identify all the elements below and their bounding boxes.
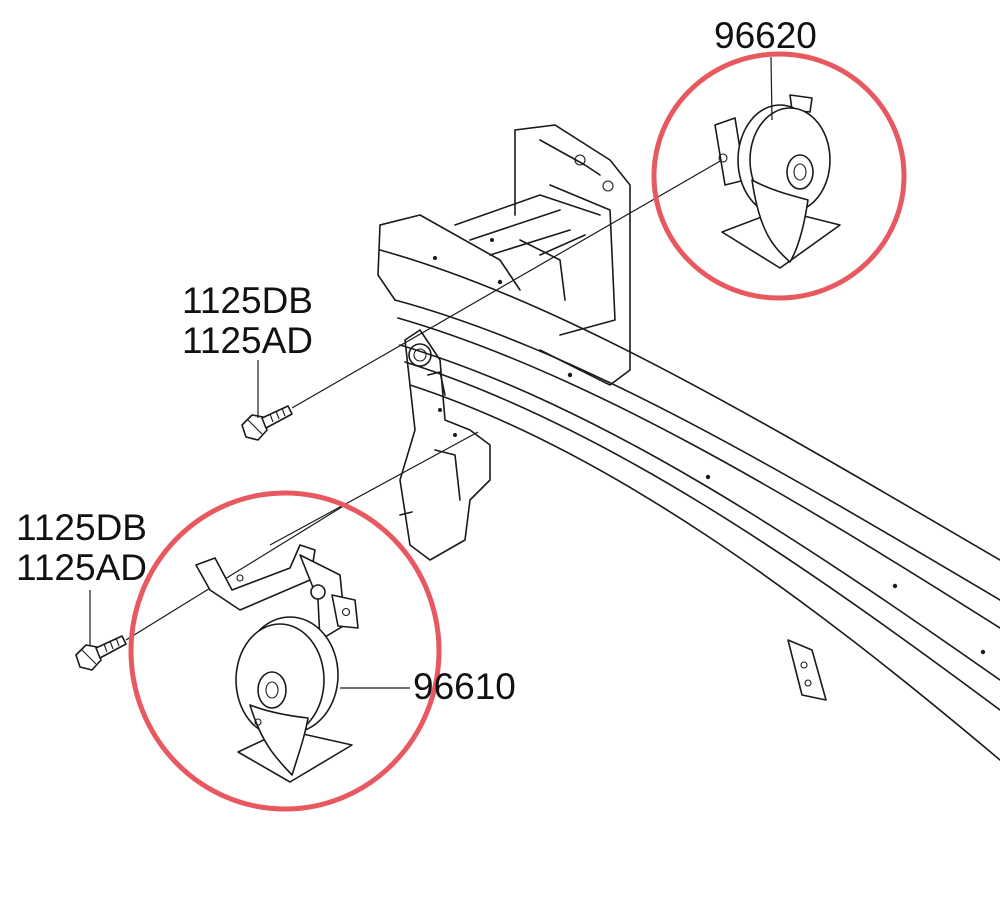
label-bolt-lower-1125ad: 1125AD	[16, 547, 147, 588]
label-leaders	[89, 56, 773, 689]
horn-96620	[714, 94, 841, 269]
label-96620: 96620	[714, 15, 817, 56]
label-96610: 96610	[413, 666, 516, 707]
assembly-lines	[125, 159, 723, 641]
highlight-ring-lower	[128, 490, 442, 812]
label-bolt-upper-1125ad: 1125AD	[182, 320, 313, 361]
horn-96610	[195, 544, 359, 783]
bumper-beam	[379, 249, 1000, 761]
highlight-ring-upper	[651, 51, 907, 301]
bolt-upper	[241, 405, 293, 441]
bolt-lower	[75, 635, 127, 671]
label-bolt-upper-1125db: 1125DB	[182, 280, 313, 321]
label-bolt-lower-1125db: 1125DB	[16, 507, 147, 548]
mounting-bracket	[377, 124, 631, 561]
